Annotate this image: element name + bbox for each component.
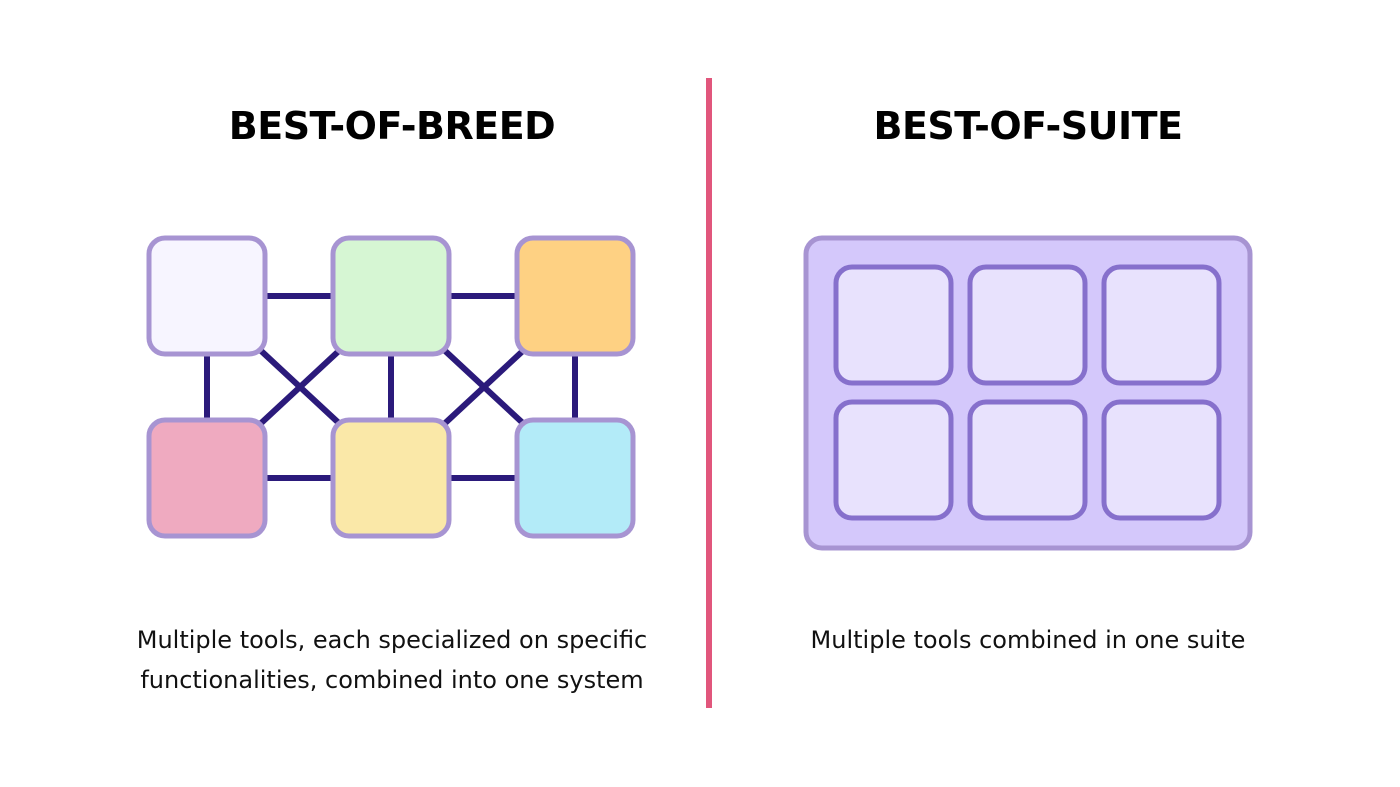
suite-module-4 [833, 399, 954, 521]
suite-modules [833, 264, 1222, 521]
best-of-suite-caption: Multiple tools combined in one suite [810, 626, 1246, 654]
tool-tile-5 [330, 417, 452, 539]
suite-module-5 [967, 399, 1088, 521]
suite-module-2 [967, 264, 1088, 386]
best-of-suite-diagram [803, 235, 1253, 551]
tool-tile-4 [146, 417, 268, 539]
tool-tile-6 [514, 417, 636, 539]
tool-tile-1 [146, 235, 268, 357]
best-of-breed-title: BEST-OF-BREED [228, 104, 556, 148]
best-of-breed-caption: Multiple tools, each specialized on spec… [136, 626, 648, 694]
tool-tile-2 [330, 235, 452, 357]
connector-lines [204, 293, 578, 481]
best-of-suite-title: BEST-OF-SUITE [873, 104, 1183, 148]
tool-tile-3 [514, 235, 636, 357]
connector-cross-right-b [439, 345, 529, 429]
suite-module-6 [1101, 399, 1222, 521]
tool-tiles [146, 235, 636, 539]
center-divider [706, 78, 712, 708]
suite-module-1 [833, 264, 954, 386]
connector-cross-left-b [255, 345, 345, 429]
best-of-breed-diagram [146, 235, 636, 539]
suite-module-3 [1101, 264, 1222, 386]
